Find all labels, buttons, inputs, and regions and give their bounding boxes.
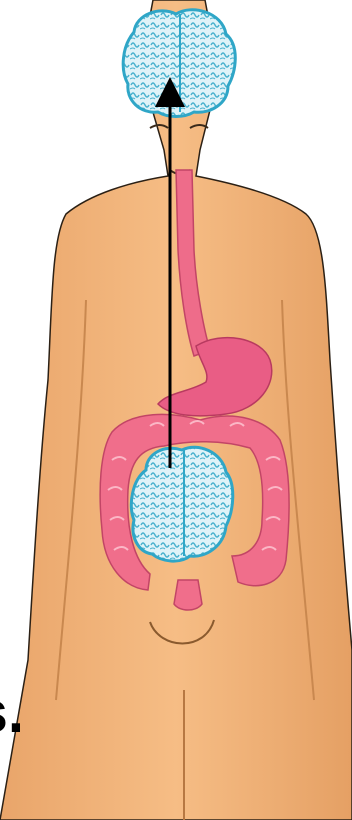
- head-brain: [123, 10, 235, 117]
- rectum: [174, 580, 202, 610]
- partial-caption-text: s.: [0, 683, 24, 743]
- gut-brain: [131, 447, 232, 561]
- partial-caption: s.: [0, 683, 24, 743]
